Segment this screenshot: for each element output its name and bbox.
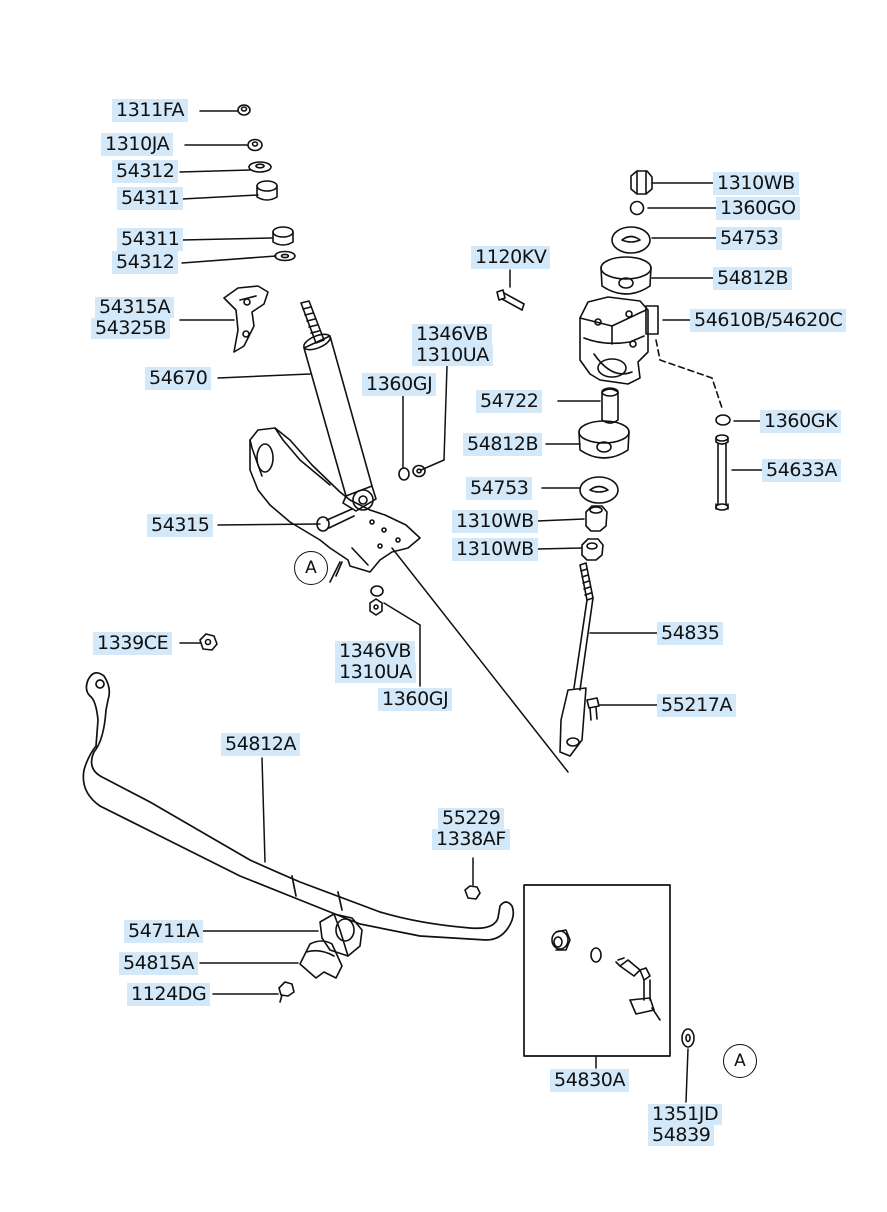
label-54753-top[interactable]: 54753 — [716, 227, 783, 250]
washer-kit-icon — [590, 947, 602, 963]
link-kit-box — [523, 884, 671, 1057]
washer-54312-icon — [248, 161, 272, 173]
washer-1360GK-icon — [715, 414, 731, 426]
mount-54812B-top-icon — [600, 256, 652, 295]
label-1310WB-mid[interactable]: 1310WB — [452, 510, 538, 533]
washer-1360GJ-upper-icon — [398, 467, 410, 481]
washer-1360GO-icon — [629, 200, 645, 216]
bushing-kit-icon — [551, 929, 571, 951]
cushion-54753-lower-icon — [579, 476, 619, 504]
link-rod-54835-icon — [559, 562, 594, 757]
label-54312-a[interactable]: 54312 — [112, 160, 179, 183]
label-54839[interactable]: 54839 — [648, 1125, 715, 1146]
nut-1310WB-low-icon — [581, 538, 604, 561]
link-kit-icon — [615, 957, 661, 1021]
mount-54812B-lower-icon — [578, 420, 630, 459]
label-1360GK[interactable]: 1360GK — [760, 410, 842, 433]
label-1351JD[interactable]: 1351JD — [648, 1104, 723, 1125]
label-1360GJ-upper[interactable]: 1360GJ — [362, 373, 437, 396]
nut-1310WB-mid-icon — [585, 505, 608, 532]
label-54311-a[interactable]: 54311 — [117, 187, 184, 210]
label-54610B-54620C[interactable]: 54610B/54620C — [690, 309, 847, 332]
nut-1311FA-icon — [237, 104, 251, 116]
label-1310UA-lower[interactable]: 1310UA — [335, 662, 416, 683]
nut-55229-icon — [464, 885, 481, 900]
label-54815A[interactable]: 54815A — [119, 952, 199, 975]
label-1346VB-lower[interactable]: 1346VB — [335, 641, 415, 662]
label-1310WB-low[interactable]: 1310WB — [452, 538, 538, 561]
nut-1346VB-lower-icon — [369, 598, 383, 616]
bolt-1120KV-icon — [496, 289, 525, 311]
nut-1339CE-icon — [199, 633, 218, 651]
label-1120KV[interactable]: 1120KV — [471, 246, 551, 269]
spacer-54722-icon — [601, 387, 619, 424]
label-54753-lower[interactable]: 54753 — [466, 477, 533, 500]
bracket-54815A-icon — [299, 940, 343, 979]
stabilizer-bar-54812A-icon — [82, 671, 515, 941]
bushing-54711A-icon — [319, 913, 363, 957]
label-54830A[interactable]: 54830A — [550, 1069, 630, 1092]
label-1310UA-upper[interactable]: 1310UA — [412, 345, 493, 366]
mount-bracket-54610B-icon — [579, 296, 659, 385]
bushing-54311-icon — [256, 180, 278, 201]
nut-1310WB-top-icon — [630, 170, 653, 195]
dashed-connector — [655, 339, 723, 409]
nut-1310UA-upper-icon — [412, 464, 426, 478]
washer-54312-lower-icon — [274, 250, 296, 262]
lower-arm-bracket-icon — [249, 427, 421, 583]
bolt-1124DG-icon — [278, 981, 295, 1003]
label-54812B-lower[interactable]: 54812B — [463, 433, 543, 456]
label-1346VB-upper[interactable]: 1346VB — [412, 324, 492, 345]
label-54670[interactable]: 54670 — [145, 367, 212, 390]
label-54711A[interactable]: 54711A — [124, 920, 204, 943]
label-1124DG[interactable]: 1124DG — [127, 983, 211, 1006]
shock-absorber-54670-icon — [300, 300, 377, 512]
label-1310JA[interactable]: 1310JA — [101, 133, 174, 156]
cushion-54753-top-icon — [611, 226, 651, 254]
reference-circle-a-lower: A — [723, 1044, 757, 1078]
label-54835[interactable]: 54835 — [657, 622, 724, 645]
label-1339CE[interactable]: 1339CE — [93, 632, 173, 655]
bracket-54315A-icon — [223, 285, 269, 353]
label-54315A[interactable]: 54315A — [95, 297, 175, 318]
label-1338AF[interactable]: 1338AF — [432, 829, 510, 850]
label-55217A[interactable]: 55217A — [657, 694, 737, 717]
bolt-54633A-icon — [715, 434, 729, 511]
label-54311-b[interactable]: 54311 — [117, 228, 184, 251]
label-1311FA[interactable]: 1311FA — [112, 99, 189, 122]
label-54633A[interactable]: 54633A — [762, 459, 842, 482]
label-1360GJ-lower[interactable]: 1360GJ — [378, 688, 453, 711]
label-54325B[interactable]: 54325B — [91, 318, 171, 339]
label-1310WB-top[interactable]: 1310WB — [713, 172, 799, 195]
leader-lines — [179, 110, 763, 1103]
bolt-55217A-icon — [586, 697, 600, 721]
nut-1310JA-icon — [247, 138, 263, 152]
label-54812A[interactable]: 54812A — [221, 733, 301, 756]
label-1360GO[interactable]: 1360GO — [716, 197, 800, 220]
washer-1360GJ-lower-icon — [370, 585, 384, 597]
label-54315[interactable]: 54315 — [147, 514, 214, 537]
label-54722[interactable]: 54722 — [476, 390, 543, 413]
reference-circle-a-upper: A — [294, 551, 328, 585]
bushing-54311-lower-icon — [272, 226, 294, 246]
label-55229[interactable]: 55229 — [438, 808, 505, 829]
washer-1351JD-icon — [681, 1028, 695, 1048]
bolt-54315-icon — [316, 508, 355, 532]
label-54312-b[interactable]: 54312 — [112, 251, 179, 274]
label-54812B-top[interactable]: 54812B — [713, 267, 793, 290]
